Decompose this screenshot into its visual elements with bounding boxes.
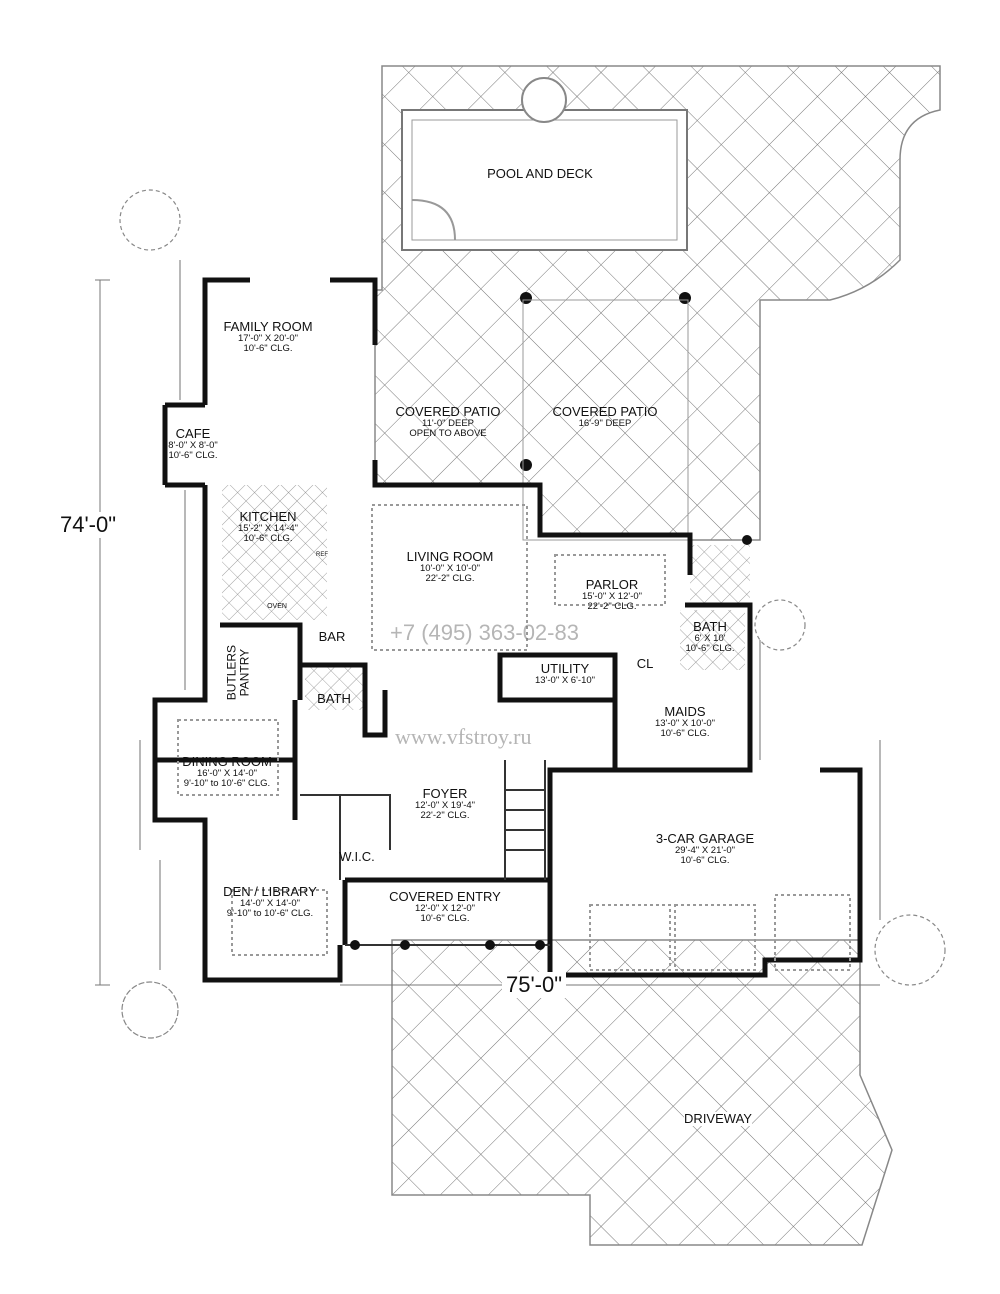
room-name: BAR [318, 629, 346, 644]
room-name: CAFE [175, 426, 211, 441]
watermark-url: www.vfstroy.ru [395, 724, 532, 749]
room-ceiling: 22'-2" CLG. [420, 809, 470, 821]
room-ceiling: 10'-6" CLG. [680, 854, 730, 866]
room-size: 15'-0" X 12'-0" [581, 590, 643, 602]
room-name: PARLOR [585, 577, 639, 592]
room-size: 14'-0" X 14'-0" [239, 897, 300, 909]
room-name: COVERED PATIO [395, 404, 501, 419]
room-butlers-pantry: BUTLERS PANTRY [224, 644, 251, 701]
room-name: FOYER [422, 786, 468, 801]
room-pool-and-deck: POOL AND DECK [487, 167, 593, 181]
ref-fixture: REF [316, 552, 328, 558]
room-bar: BAR [319, 630, 346, 644]
oven-fixture: OVEN [267, 603, 287, 610]
room-name: CL [636, 656, 654, 671]
room-ceiling: 10'-6" CLG. [168, 449, 218, 461]
room-name: UTILITY [540, 661, 590, 676]
room-name: DINING ROOM [182, 754, 272, 769]
room-name: FAMILY ROOM [223, 319, 313, 334]
pool [401, 109, 688, 251]
room-ceiling: 22'-2" CLG. [425, 572, 475, 584]
room-ceiling: 9'-10" to 10'-6" CLG. [226, 907, 314, 919]
driveway-pavement [391, 939, 893, 1246]
room-size: 12'-0" X 19'-4" [414, 799, 476, 811]
room-name: MAIDS [664, 704, 706, 719]
room-ceiling: 10'-6" CLG. [243, 532, 293, 544]
room-closet: CL [637, 657, 654, 671]
room-size: 16'-9" DEEP [578, 417, 632, 429]
room-ceiling: 10'-6" CLG. [660, 727, 710, 739]
room-name: COVERED ENTRY [389, 889, 501, 904]
room-size: 17'-0" X 20'-0" [237, 332, 298, 344]
room-size: 8'-0" X 8'-0" [168, 439, 218, 451]
room-name: DRIVEWAY [684, 1111, 752, 1126]
room-size: 11'-0" DEEP [421, 417, 475, 429]
room-ceiling: 22'-2" CLG. [587, 600, 637, 612]
room-ceiling: 9'-10" to 10'-6" CLG. [183, 777, 271, 789]
room-ceiling: 10'-6" CLG. [420, 912, 470, 924]
room-name: DEN / LIBRARY [223, 884, 317, 899]
dimension-depth: 74'-0" [60, 512, 117, 538]
room-name: BATH [693, 619, 727, 634]
room-size: 10'-0" X 10'-0" [419, 562, 480, 574]
room-name: W.I.C. [339, 849, 375, 864]
room-size: 29'-4" X 21'-0" [674, 844, 735, 856]
room-bath-1: BATH [317, 692, 351, 706]
dimension-width: 75'-0" [502, 972, 567, 998]
room-ceiling: 10'-6" CLG. [685, 642, 735, 654]
room-size: 15'-2" X 14'-4" [237, 522, 299, 534]
room-name: BATH [317, 691, 351, 706]
room-name: KITCHEN [239, 509, 297, 524]
room-name: COVERED PATIO [552, 404, 658, 419]
room-wic: W.I.C. [339, 850, 374, 864]
room-driveway: DRIVEWAY [684, 1112, 752, 1126]
room-size: 12'-0" X 12'-0" [414, 902, 476, 914]
room-size: 13'-0" X 6'-10" [534, 674, 596, 686]
room-name: LIVING ROOM [406, 549, 494, 564]
room-size: 6' X 10' [694, 632, 726, 644]
room-size: 13'-0" X 10'-0" [654, 717, 716, 729]
room-name: POOL AND DECK [487, 166, 593, 181]
landscape-plants [119, 189, 946, 1039]
room-size: 16'-0" X 14'-0" [196, 767, 257, 779]
room-ceiling: 10'-6" CLG. [243, 342, 293, 354]
room-note: OPEN TO ABOVE [409, 427, 487, 439]
watermark-phone: +7 (495) 363-02-83 [390, 620, 579, 645]
room-name: 3-CAR GARAGE [655, 831, 755, 846]
